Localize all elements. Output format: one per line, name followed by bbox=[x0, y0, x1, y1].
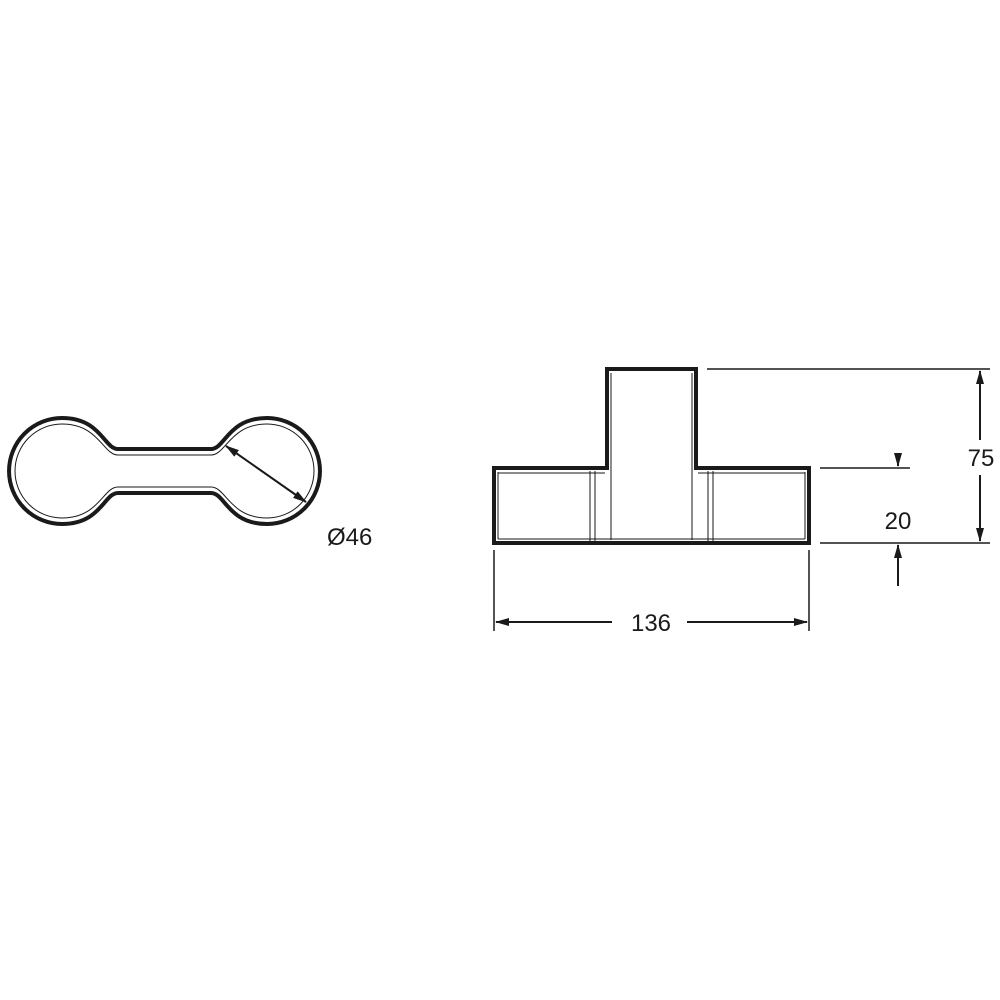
height-label: 75 bbox=[968, 445, 995, 472]
base-thickness-label: 20 bbox=[885, 508, 912, 535]
side-view-outline bbox=[492, 367, 811, 545]
top-view bbox=[7, 416, 322, 526]
width-label: 136 bbox=[631, 610, 671, 637]
height-dimension bbox=[707, 368, 990, 544]
width-dimension bbox=[493, 550, 810, 631]
side-view bbox=[492, 367, 811, 545]
top-view-outline bbox=[7, 416, 322, 526]
top-view-inner-outline bbox=[14, 423, 315, 519]
diameter-label: Ø46 bbox=[327, 524, 372, 551]
diameter-dimension-line bbox=[225, 445, 307, 503]
base-thickness-dimension bbox=[820, 453, 910, 586]
